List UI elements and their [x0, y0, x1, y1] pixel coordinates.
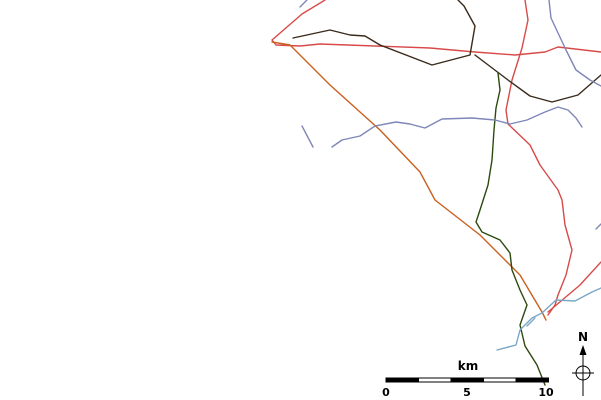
river-stub-2 [299, 0, 308, 8]
river-main [331, 106, 583, 148]
scale-unit-label: km [458, 359, 478, 373]
red-road-3 [547, 261, 601, 313]
red-road-2 [505, 0, 573, 316]
north-label: N [578, 330, 588, 344]
dark-road-east [474, 54, 601, 103]
scale-bar: km 0 5 10 [382, 359, 554, 399]
scale-segment-2 [418, 377, 452, 383]
scale-segment-3 [450, 377, 484, 383]
river-south [496, 287, 601, 351]
scale-tick-5: 5 [463, 386, 471, 399]
river-small-east [595, 223, 601, 230]
scale-segment-1 [385, 377, 419, 383]
scale-segment-4 [483, 377, 517, 383]
red-road-1 [271, 0, 601, 56]
river-south-stub [526, 317, 536, 327]
scale-segment-5 [515, 377, 549, 383]
scale-tick-0: 0 [382, 386, 390, 399]
river-stub-1 [301, 125, 314, 148]
scale-tick-10: 10 [538, 386, 554, 399]
north-arrow-head [579, 345, 587, 355]
orange-road [271, 41, 547, 321]
dark-road [292, 0, 476, 66]
north-arrow-icon: N [572, 330, 594, 396]
river-east [548, 0, 601, 87]
